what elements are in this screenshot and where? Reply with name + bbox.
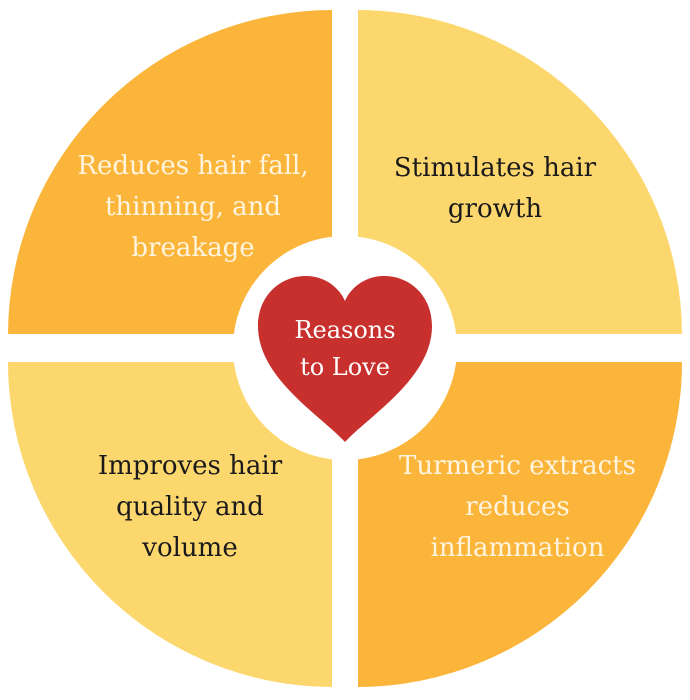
quadrant-label-line: breakage bbox=[131, 233, 255, 263]
quadrant-label-bottom-right: Turmeric extracts reduces inflammation bbox=[385, 446, 650, 569]
quadrant-bottom-left bbox=[8, 362, 332, 687]
quadrant-label-line: growth bbox=[447, 194, 543, 224]
quadrant-label-line: Turmeric extracts bbox=[399, 451, 636, 481]
quadrant-top-right bbox=[358, 10, 682, 334]
quadrant-label-line: reduces bbox=[465, 492, 570, 522]
quadrant-label-line: Stimulates hair bbox=[393, 153, 597, 183]
quadrant-label-line: Improves hair bbox=[97, 451, 283, 481]
quadrant-label-line: volume bbox=[142, 533, 238, 563]
center-label: Reasons to Love bbox=[270, 312, 420, 386]
quadrant-label-line: quality and bbox=[116, 492, 264, 522]
quadrant-label-top-right: Stimulates hair growth bbox=[365, 148, 625, 230]
center-label-line: Reasons bbox=[294, 316, 396, 344]
quadrant-label-line: inflammation bbox=[430, 533, 605, 563]
center-label-line: to Love bbox=[300, 353, 390, 381]
quadrant-label-line: thinning, and bbox=[104, 192, 282, 222]
heart-icon bbox=[258, 276, 432, 442]
quadrant-label-top-left: Reduces hair fall, thinning, and breakag… bbox=[58, 146, 328, 269]
quadrant-top-left bbox=[8, 10, 332, 334]
quadrant-bottom-right bbox=[358, 362, 682, 687]
quadrant-label-bottom-left: Improves hair quality and volume bbox=[55, 446, 325, 569]
quadrant-label-line: Reduces hair fall, bbox=[77, 151, 309, 181]
